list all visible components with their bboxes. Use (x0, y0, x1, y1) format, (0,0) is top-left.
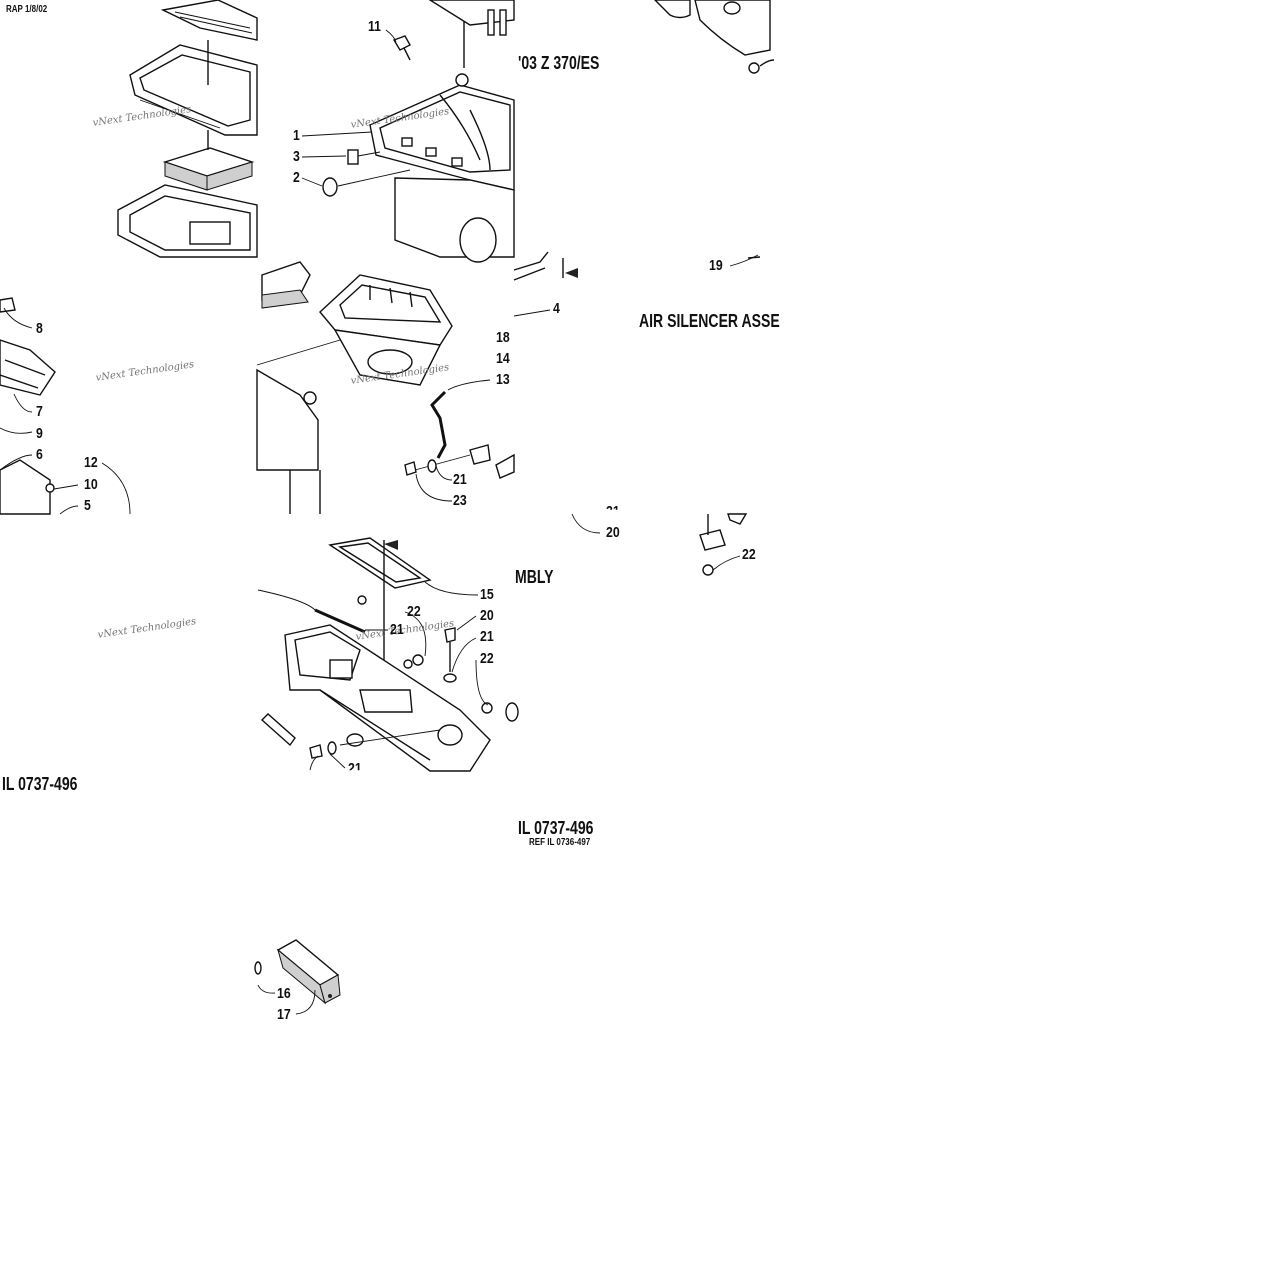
silencer-base-drawing (117, 184, 258, 258)
rod-drawing (260, 608, 366, 747)
nut-bracket-22-drawing (699, 513, 748, 576)
seal-15-drawing (328, 537, 432, 710)
foam-filter-drawing (162, 130, 255, 191)
callout-3: 3 (293, 148, 300, 165)
callout-23: 23 (453, 492, 467, 509)
assembly-title-tail: MBLY (515, 567, 554, 587)
clip-3-drawing (347, 149, 381, 165)
date-code: RAP 1/8/02 (6, 4, 48, 15)
left-cover-drawing (0, 297, 56, 515)
callout-4: 4 (553, 300, 560, 317)
illustration-number-left: IL 0737-496 (2, 774, 78, 794)
callout-8: 8 (36, 320, 43, 337)
bracket-drawing (495, 453, 515, 479)
callout-22: 22 (407, 603, 421, 620)
callout-21: 21 (453, 471, 467, 488)
callout-12: 12 (84, 454, 98, 471)
callout-6: 6 (36, 446, 43, 463)
screw-11-drawing (392, 35, 411, 61)
callout-22: 22 (480, 650, 494, 667)
foam-pad-drawing (261, 261, 311, 309)
callout-2: 2 (293, 169, 300, 186)
intake-duct-drawing (284, 624, 491, 772)
bolt-washer-drawing (404, 459, 437, 476)
lower-box-drawing (256, 339, 341, 514)
assembly-title: AIR SILENCER ASSE (639, 311, 780, 331)
hose-13-drawing (414, 390, 491, 471)
callout-15: 15 (480, 586, 494, 603)
callout-10: 10 (84, 476, 98, 493)
small-hardware-drawing (309, 595, 519, 759)
callout-19: 19 (709, 257, 723, 274)
callout-21-clipped: 21 (606, 503, 620, 520)
callout-11: 11 (368, 18, 382, 35)
silencer-box-drawing (369, 0, 515, 263)
leader-lines (0, 29, 759, 1015)
grommet-2-drawing (322, 169, 411, 197)
callout-9: 9 (36, 425, 43, 442)
callout-20: 20 (606, 524, 620, 541)
foam-block-16-drawing (254, 939, 341, 1005)
callout-21-clipped: 21 (348, 760, 362, 777)
callout-22: 22 (742, 546, 756, 563)
model-title: '03 Z 370/ES (518, 53, 600, 73)
callout-7: 7 (36, 403, 43, 420)
airbox-lid-drawing (319, 274, 453, 386)
callout-5: 5 (84, 497, 91, 514)
illustration-number-right: IL 0737-496 (518, 818, 594, 838)
callout-14: 14 (496, 350, 510, 367)
callout-21: 21 (390, 621, 404, 638)
duct-drawing (513, 251, 761, 281)
callout-16: 16 (277, 985, 291, 1002)
filter-cover-drawing (129, 0, 258, 136)
callout-18: 18 (496, 329, 510, 346)
callout-1: 1 (293, 127, 300, 144)
upper-right-housing-drawing (654, 0, 775, 74)
callout-21: 21 (480, 628, 494, 645)
callout-13: 13 (496, 371, 510, 388)
reference-number: REF IL 0736-497 (529, 837, 591, 848)
callout-17: 17 (277, 1006, 291, 1023)
callout-20: 20 (480, 607, 494, 624)
